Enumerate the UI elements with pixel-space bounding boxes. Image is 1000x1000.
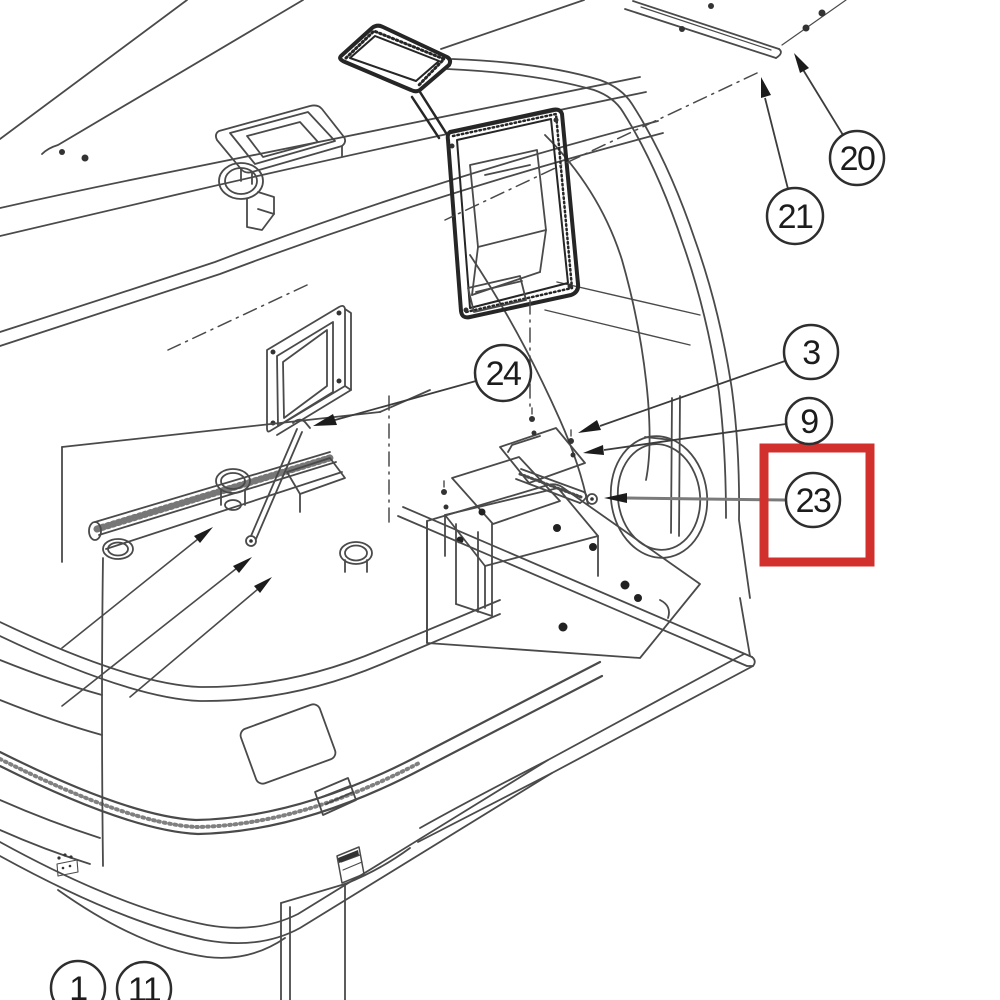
display-housing: [467, 149, 547, 313]
lever-assembly: [444, 427, 599, 617]
small-screws: [441, 407, 576, 510]
callout-3-label: 3: [802, 334, 820, 372]
deck-plate-holes: [456, 508, 642, 632]
assembly-axis-lines: [167, 72, 758, 523]
pointer-arrowheads: [194, 527, 272, 593]
callout-20-label: 20: [840, 140, 875, 178]
plate-corner-screws: [270, 310, 342, 426]
cup-holder: [218, 162, 275, 231]
front-bumper: [0, 557, 604, 959]
callout-leaders: [334, 67, 844, 502]
gasket-corner-screws: [449, 117, 573, 313]
bumper-window-recess: [239, 703, 337, 785]
callout-11-label: 11: [128, 971, 161, 1000]
deck-rails: [61, 389, 431, 563]
left-decal: [56, 853, 79, 877]
callout-1: 1: [49, 959, 107, 1000]
leader-21: [764, 97, 789, 190]
callout-21: 21: [765, 186, 825, 246]
trim-strip-screws: [679, 3, 826, 32]
callout-24-label: 24: [486, 355, 521, 393]
console-gasket: [338, 23, 581, 320]
leader-3: [599, 360, 786, 427]
callout-arrowheads: [313, 53, 809, 503]
leader-24: [334, 380, 477, 421]
callout-24: 24: [473, 343, 533, 403]
callout-balloons: 20 21 3 9 23 24 1 11: [49, 129, 886, 1000]
access-plate-24: [266, 304, 352, 436]
arrowhead-23: [604, 493, 627, 503]
deck-knobs: [102, 468, 373, 573]
oval-recess: [609, 435, 709, 559]
callout-3: 3: [782, 323, 840, 381]
leader-20: [801, 67, 844, 136]
trim-strip: [624, 0, 847, 59]
callout-23-label: 23: [796, 482, 831, 520]
arrowhead-3: [578, 420, 601, 433]
callout-9: 9: [784, 396, 834, 446]
brand-badge: [336, 846, 365, 884]
pointer-arrow-lines: [61, 538, 259, 707]
arrowhead-9: [583, 445, 604, 455]
right-cowl-edges: [440, 0, 751, 599]
callout-9-label: 9: [800, 403, 818, 441]
callout-20: 20: [828, 129, 886, 187]
machine-line-art: [0, 0, 847, 1000]
leader-9: [603, 423, 787, 451]
callout-23: 23: [784, 471, 842, 529]
callout-11: 11: [115, 960, 173, 1000]
arrowhead-20: [794, 53, 809, 73]
storage-tray: [214, 104, 347, 185]
arrowhead-24: [313, 414, 337, 426]
callout-1-label: 1: [69, 970, 87, 1000]
bottom-pedestal: [280, 847, 411, 1000]
hood-edge-lines: [0, 0, 664, 347]
bumper-clip: [314, 777, 357, 816]
highlight-box-part-23: [759, 443, 875, 567]
hood-fastener-marks: [59, 149, 89, 162]
callout-21-label: 21: [778, 198, 813, 236]
linkage-rod: [245, 418, 311, 547]
arrowhead-21: [761, 77, 771, 98]
